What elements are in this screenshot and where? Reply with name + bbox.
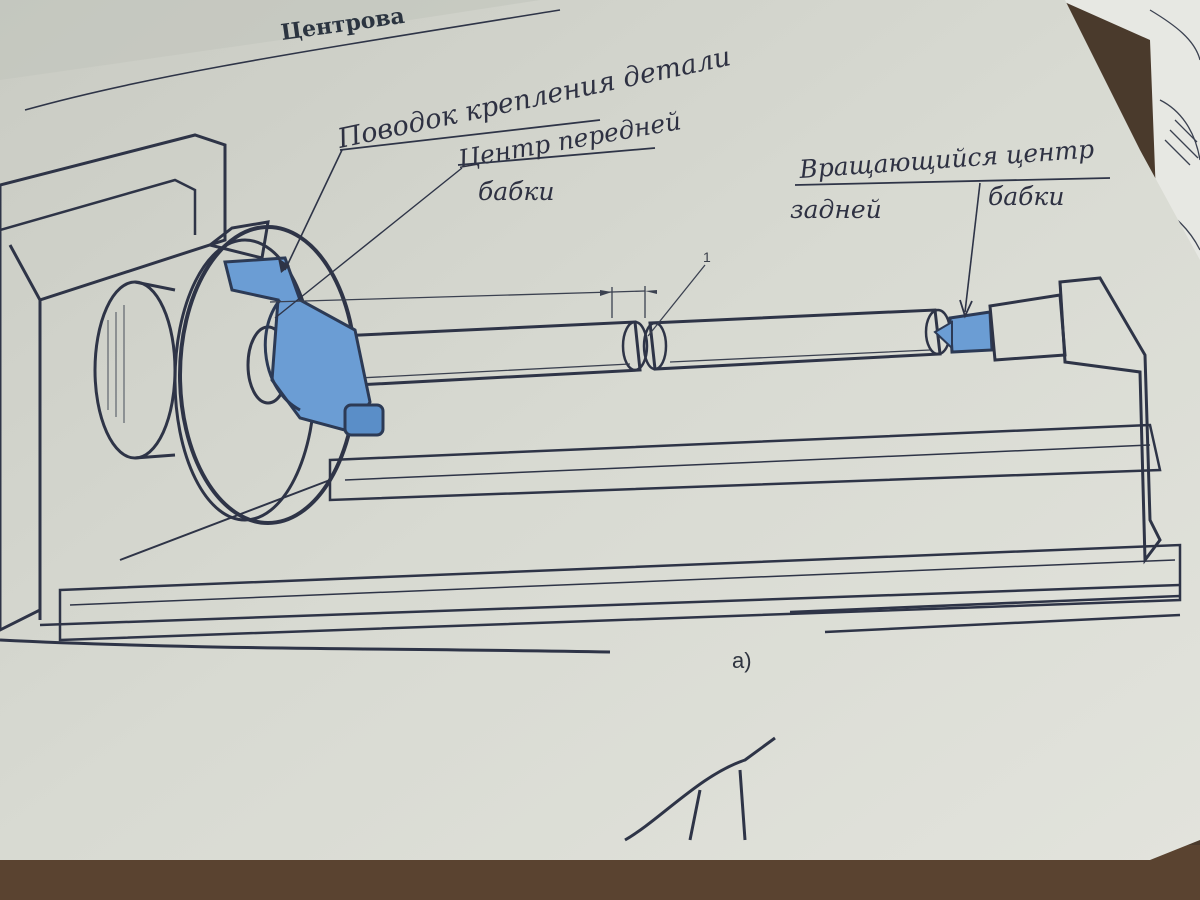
figure-caption: а) xyxy=(732,648,752,673)
dimension-callout: 1 xyxy=(269,249,711,337)
lathe-bed xyxy=(39,423,1182,642)
callout-number: 1 xyxy=(703,249,711,265)
label-live-center-line2b: бабки xyxy=(988,182,1064,211)
tailstock-live-center xyxy=(933,276,1162,565)
drive-dog xyxy=(223,256,385,437)
paper-sheet xyxy=(0,0,1200,860)
lower-drawing-fragment xyxy=(624,736,776,842)
headstock-housing xyxy=(0,133,611,654)
label-head-center-line2: бабки xyxy=(478,177,554,206)
label-live-center-line2a: задней xyxy=(790,195,882,224)
